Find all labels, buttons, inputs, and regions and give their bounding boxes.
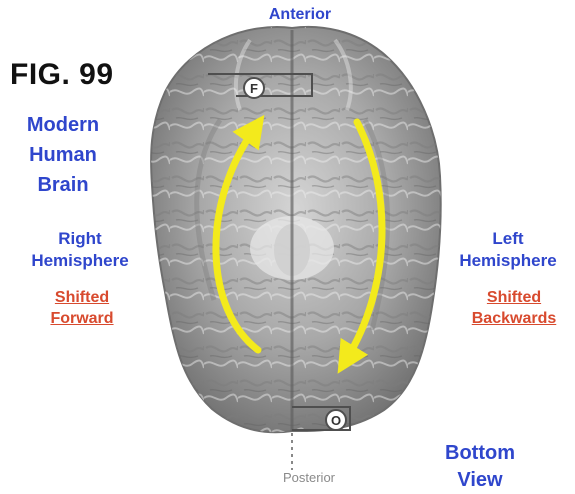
brain-shape [150,20,450,440]
occipital-marker-label: O [331,413,341,428]
frontal-marker-label: F [250,81,258,96]
